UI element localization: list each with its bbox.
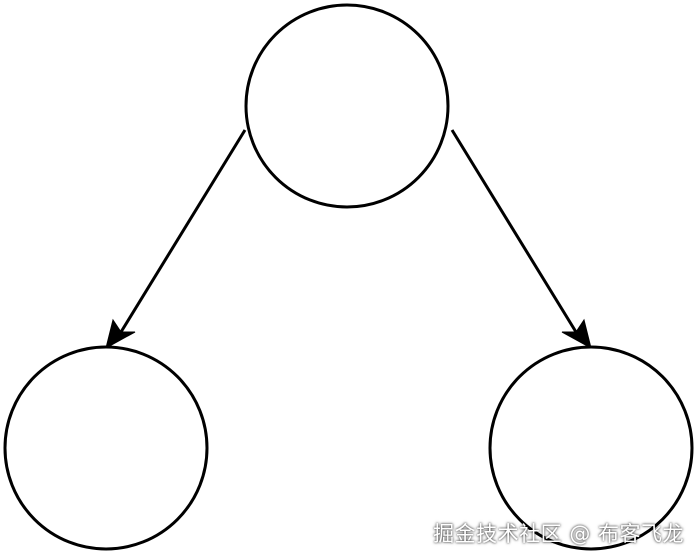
arrowhead-left-child xyxy=(105,318,136,349)
edge-root-to-right-child xyxy=(450,129,578,333)
edge-root-to-left-child xyxy=(119,129,247,333)
node-root xyxy=(244,3,450,209)
watermark-text: 掘金技术社区 @ 布客飞龙 xyxy=(433,522,684,546)
arrowhead-right-child xyxy=(561,318,592,349)
edges xyxy=(105,129,592,349)
node-left-child xyxy=(3,345,209,551)
node-right-child xyxy=(488,345,694,551)
nodes xyxy=(3,3,694,551)
